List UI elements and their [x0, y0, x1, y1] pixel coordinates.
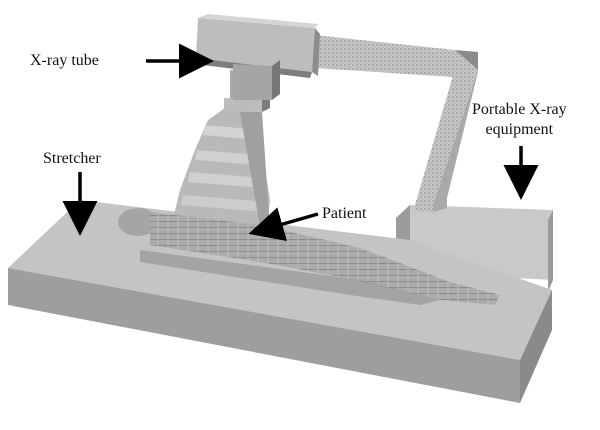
- xray-beam: [170, 108, 270, 238]
- patient-label: Patient: [322, 205, 367, 222]
- portable-label-line1: Portable X-ray: [472, 101, 567, 118]
- xray-tube-label: X-ray tube: [30, 52, 99, 69]
- portable-equipment-label: Portable X-ray equipment: [472, 100, 567, 140]
- xray-tube-housing: [194, 14, 320, 100]
- portable-label-line2: equipment: [485, 121, 554, 138]
- stretcher-label: Stretcher: [43, 150, 101, 167]
- patient-arrow: [248, 207, 319, 242]
- horizontal-arm: [305, 34, 478, 78]
- patient-body: [118, 208, 500, 305]
- arrows: [62, 43, 539, 242]
- portable-arm-column: [415, 62, 478, 212]
